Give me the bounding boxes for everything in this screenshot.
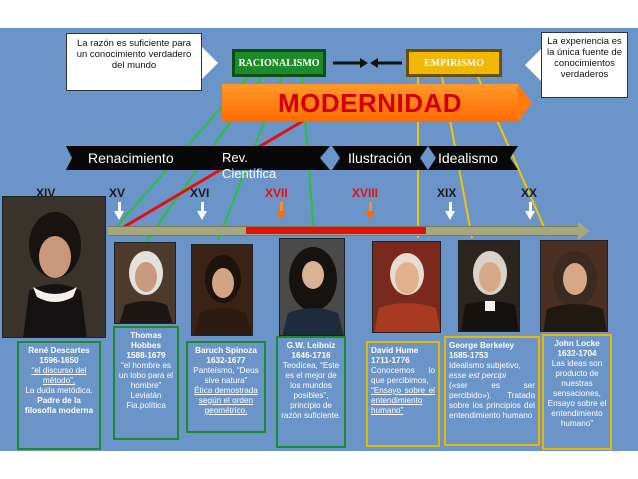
modernidad-banner: MODERNIDAD [222,84,518,122]
tick-stem-xviii [369,202,372,211]
bio-locke-line-1: Las ideas son producto de nuestras sensa… [547,359,607,428]
timeline-modernity-segment [246,227,426,234]
portrait-spinoza [191,244,253,336]
tick-stem-xv [118,202,121,211]
bio-hume-line-1: Conocemos lo que percibimos, [371,366,435,385]
bio-berkeley-name: George Berkeley [449,341,515,350]
bio-spinoza-years: 1632-1677 [206,356,246,365]
century-xvi: XVI [190,186,210,200]
tick-arrow-xvii [276,211,286,220]
school-arrow-right-head [360,58,368,68]
bio-leibniz-years: 1646-1716 [291,351,331,360]
descartes-figure [3,197,105,337]
tick-stem-xvi [201,202,204,211]
empiricism-callout-text: La experiencia es la única fuente de con… [546,36,622,80]
red-link-descartes [111,110,319,236]
bio-descartes-line-3: Padre de la filosofía moderna [24,396,94,415]
bio-berkeley-years: 1685-1753 [449,351,489,360]
bio-leibniz-line-1: Teodicea, “Este es el mejor de los mundo… [281,361,341,420]
tick-stem-xx [529,202,532,211]
spinoza-figure [192,245,252,335]
bio-leibniz: G.W. Leibniz 1646-1716 Teodicea, “Este e… [276,336,346,448]
bio-spinoza: Baruch Spinoza 1632-1677 Panteísmo, “Deu… [186,341,266,433]
hobbes-figure [115,243,175,323]
bio-berkeley-line-2: esse est percipi [449,371,506,380]
century-xv: XV [109,186,126,200]
bio-descartes-line-2: La duda metódica. [25,386,93,395]
period-label-renacimiento: Renacimiento [88,150,174,166]
portrait-locke [540,240,608,332]
bio-hobbes-line-3: Fia.política [126,401,166,410]
period-shape-rev-cientifica [202,146,330,170]
bio-hobbes-years: 1588-1679 [126,351,166,360]
portrait-hume [372,241,441,333]
tick-arrow-xix [445,211,455,220]
top-margin [0,0,638,28]
period-shape-renacimiento [66,146,208,170]
period-label-idealismo: Idealismo [438,150,498,166]
tick-arrow-xviii [365,211,375,220]
bio-hobbes-line-1: “el hombre es un lobo para el hombre” [118,361,174,390]
portrait-hobbes [114,242,176,324]
bio-locke-name: John Locke [554,339,600,348]
bio-hobbes-line-2: Leviatán [130,391,162,400]
locke-figure [541,241,607,331]
tick-stem-xix [449,202,452,211]
bio-leibniz-name: G.W. Leibniz [286,341,336,350]
rationalism-callout: La razón es suficiente para un conocimie… [66,33,202,91]
bio-berkeley-line-3: («ser es ser percibido»). Tratado sobre … [449,381,535,420]
portrait-leibniz [279,238,345,336]
berkeley-figure [459,241,519,331]
bottom-margin [0,451,638,479]
leibniz-figure [280,239,344,335]
tick-arrow-xvi [197,211,207,220]
bio-hume-years: 1711-1776 [371,356,410,365]
century-xviii: XVIII [352,186,379,200]
bio-descartes-line-1: “el discurso del método”, [31,366,87,385]
empiricism-callout: La experiencia es la única fuente de con… [541,32,628,98]
bio-berkeley: George Berkeley 1685-1753 Idealismo subj… [444,336,540,446]
bio-hume-line-2: “Ensayo sobre el entendimiento humano” [371,386,435,415]
portrait-descartes [2,196,106,338]
bio-hume: David Hume 1711-1776 Conocemos lo que pe… [366,341,440,447]
bio-descartes-years: 1596-1650 [39,356,79,365]
portrait-berkeley [458,240,520,332]
timeline-arrowhead [578,222,590,240]
period-shape-ilustracion [332,146,428,170]
century-xix: XIX [437,186,457,200]
empiricism-callout-arrow [525,49,541,81]
bio-spinoza-name: Baruch Spinoza [195,346,257,355]
bio-descartes-name: René Descartes [28,346,90,355]
tick-stem-xvii [280,202,283,211]
tick-arrow-xv [114,211,124,220]
bio-spinoza-line-2: Ética demostrada según el orden geométri… [194,386,258,415]
bio-hume-name: David Hume [371,346,419,355]
rationalism-callout-text: La razón es suficiente para un conocimie… [76,38,192,71]
school-arrow-left-head [370,58,378,68]
empiricism-tag: EMPIRISMO [406,49,502,77]
period-label-rev-cientifica: Rev. Científica [222,150,277,181]
century-xvii: XVII [265,186,288,200]
tick-arrow-xx [525,211,535,220]
century-xx: XX [521,186,538,200]
bio-locke-years: 1632-1704 [557,349,597,358]
bio-spinoza-line-1: Panteísmo, “Deus sive natura” [193,366,259,385]
rationalism-tag: RACIONALISMO [232,49,326,77]
period-label-ilustracion: Ilustración [348,150,412,166]
hume-figure [373,242,440,332]
bio-hobbes-name: Thomas Hobbes [130,331,162,350]
rationalism-callout-arrow [202,47,218,79]
period-shape-idealismo [428,146,518,170]
bio-locke: John Locke 1632-1704 Las ideas son produ… [542,334,612,450]
bio-descartes: René Descartes 1596-1650 “el discurso de… [17,341,101,450]
bio-berkeley-line-1: Idealismo subjetivo, [449,361,521,370]
bio-hobbes: Thomas Hobbes 1588-1679 “el hombre es un… [113,326,179,440]
modernidad-banner-tip [518,84,532,122]
